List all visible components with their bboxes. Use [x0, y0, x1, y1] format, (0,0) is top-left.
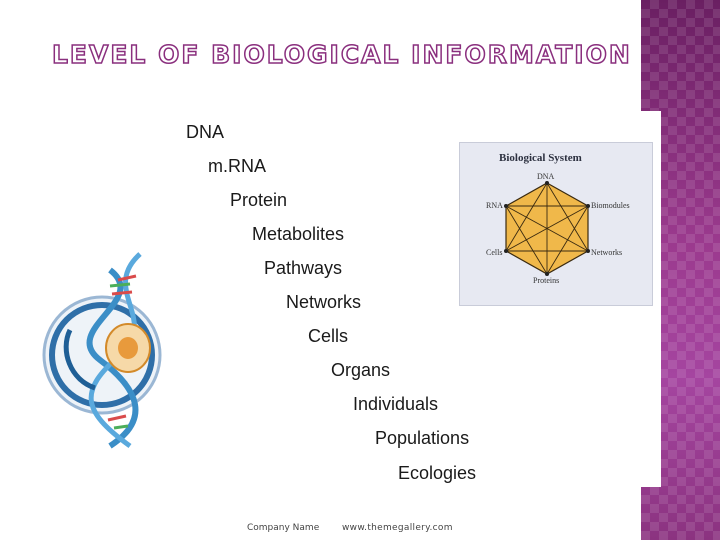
- slide-title: LEVEL OF BIOLOGICAL INFORMATION: [51, 39, 632, 70]
- footer-url: www.themegallery.com: [342, 523, 453, 533]
- system-hexagon: [504, 181, 590, 276]
- system-label-rna: RNA: [486, 201, 503, 210]
- system-label-cells: Cells: [486, 248, 503, 257]
- system-label-networks: Networks: [591, 248, 623, 257]
- system-label-dna: DNA: [537, 172, 555, 181]
- footer-company-name: Company Name: [247, 523, 320, 533]
- system-label-proteins: Proteins: [533, 276, 560, 285]
- system-diagram-title: Biological System: [499, 152, 582, 164]
- dna-cell-illustration: [42, 252, 162, 449]
- biological-system-diagram: Biological System DNA RNA Biomodules Cel…: [459, 142, 653, 306]
- system-label-biomodules: Biomodules: [591, 201, 630, 210]
